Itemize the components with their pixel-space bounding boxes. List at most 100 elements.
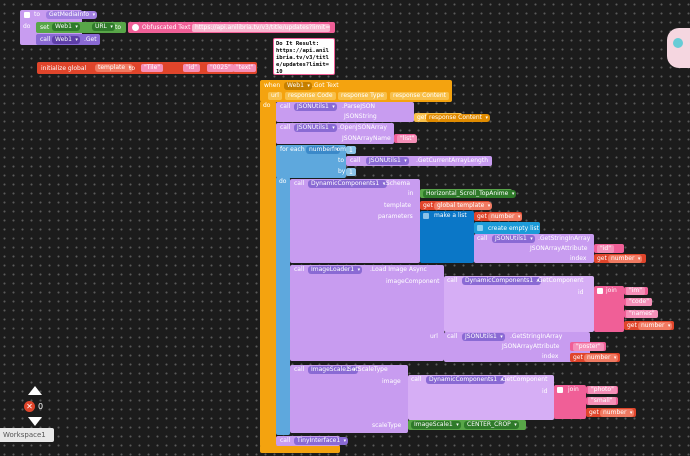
schema-array-attr-text[interactable]: "id" — [594, 244, 624, 253]
for-each-var[interactable]: number — [306, 146, 341, 154]
schema-component-dropdown[interactable]: DynamicComponents1 — [308, 180, 388, 188]
obfuscated-text-block[interactable]: Obfuscated Text https://api.anilibria.tv… — [128, 22, 335, 33]
parse-get-block[interactable]: get response Content — [414, 113, 491, 122]
scale-type-value-dropdown[interactable]: CENTER_CROP — [464, 421, 519, 429]
load-join-item-1[interactable]: "im" — [624, 287, 648, 295]
load-join-item-3[interactable]: "names" — [624, 310, 658, 318]
load-url-component[interactable]: JSONUtils1 — [462, 333, 505, 341]
for-each-block[interactable]: for each number from to by — [276, 145, 346, 178]
parse-component-dropdown[interactable]: JSONUtils1 — [294, 103, 337, 111]
load-image-block[interactable]: call ImageLoader1 .Load Image Async imag… — [290, 265, 444, 361]
bottom-call-component[interactable]: TinyInterface1 — [294, 437, 349, 445]
do-it-result-text: https://api.anilibria.tv/v3/title/update… — [276, 48, 329, 75]
load-url-attr-text[interactable]: "poster" — [570, 342, 606, 351]
schema-in-label: in — [408, 190, 414, 197]
error-icon[interactable]: ✕ — [24, 401, 35, 412]
scale-join-item-1[interactable]: "photo" — [586, 386, 618, 394]
for-by-value[interactable]: 1 — [346, 168, 356, 176]
load-join-gear-icon[interactable] — [597, 288, 603, 294]
event-param-url[interactable]: url — [268, 92, 282, 100]
scroll-up-icon[interactable] — [28, 386, 42, 395]
procedure-name[interactable]: GetMediaInfo — [46, 11, 98, 19]
scale-join-get-number[interactable]: get number — [586, 408, 636, 417]
create-empty-list-block[interactable]: create empty list — [474, 222, 540, 234]
scale-join-item-2[interactable]: "small" — [586, 397, 618, 405]
load-url-index-dropdown[interactable]: number — [584, 353, 619, 362]
open-component-dropdown[interactable]: JSONUtils1 — [294, 124, 337, 132]
load-join-number-dropdown[interactable]: number — [638, 321, 673, 330]
load-url-attr-value[interactable]: "poster" — [573, 342, 604, 351]
when-label: when — [264, 82, 281, 89]
for-from-value[interactable]: 1 — [346, 146, 356, 154]
set-component-dropdown[interactable]: Web1 — [52, 23, 80, 31]
workspace-tab[interactable]: Workspace1 — [0, 428, 54, 442]
global-value-1[interactable]: "Tile" — [141, 64, 164, 72]
bottom-call-block[interactable]: call TinyInterface1 — [276, 436, 349, 446]
load-join-item-2[interactable]: "code" — [624, 298, 652, 306]
obfuscated-gear-icon[interactable] — [132, 24, 139, 31]
schema-in-component[interactable]: Horizontal_Scroll_TopAnime — [420, 189, 517, 198]
scale-join-block[interactable]: join — [554, 385, 586, 419]
schema-template-dropdown[interactable]: global template — [434, 201, 493, 210]
open-array-block[interactable]: call JSONUtils1 .OpenJSONArray JSONArray… — [276, 123, 394, 144]
load-component-dropdown[interactable]: ImageLoader1 — [308, 266, 363, 274]
load-join-block[interactable]: join — [594, 286, 624, 332]
global-value-3[interactable]: "0025" — [207, 64, 234, 72]
load-url-string-in-array[interactable]: call JSONUtils1 .GetStringInArray JSONAr… — [444, 332, 590, 362]
load-join-get-number[interactable]: get number — [624, 321, 674, 330]
parse-json-block[interactable]: call JSONUtils1 .ParseJSON JSONString — [276, 102, 414, 122]
make-list-get-number[interactable]: get number — [474, 212, 523, 221]
length-component-dropdown[interactable]: JSONUtils1 — [366, 157, 409, 165]
load-join-item-1-text[interactable]: "im" — [626, 287, 646, 295]
set-property-dropdown[interactable]: URL — [92, 23, 115, 31]
schema-in-dropdown[interactable]: Horizontal_Scroll_TopAnime — [423, 189, 517, 198]
schema-index-get[interactable]: get number — [594, 254, 646, 263]
event-component-dropdown[interactable]: Web1 — [284, 81, 312, 90]
array-length-block[interactable]: call JSONUtils1 .GetCurrentArrayLength — [346, 156, 492, 166]
call-web-get-block[interactable]: call Web1 .Get — [36, 34, 100, 45]
scale-type-block[interactable]: call ImageScale1 .SetScaleType image sca… — [290, 365, 408, 433]
got-text-event-block[interactable]: when Web1 .Got Text url response Code re… — [260, 80, 452, 102]
scale-type-value-block[interactable]: ImageScale1 CENTER_CROP — [408, 420, 526, 430]
procedure-checkbox[interactable] — [24, 12, 30, 18]
open-array-value[interactable]: "list" — [397, 134, 418, 143]
call-component-dropdown[interactable]: Web1 — [52, 35, 80, 44]
parse-get-dropdown[interactable]: response Content — [426, 113, 491, 122]
open-array-text[interactable]: "list" — [394, 134, 418, 143]
scale-get-component-dropdown[interactable]: DynamicComponents1 — [426, 376, 506, 384]
event-param-response-code[interactable]: response Code — [285, 92, 336, 100]
load-url-array-attr-label: JSONArrayAttribute — [502, 343, 560, 350]
global-var-name[interactable]: template — [95, 64, 134, 72]
scroll-down-icon[interactable] — [28, 417, 42, 426]
schema-template-get[interactable]: get global template — [420, 201, 493, 210]
load-get-component-block[interactable]: call DynamicComponents1 .GetComponent id — [444, 276, 594, 332]
list-get-number-dropdown[interactable]: number — [488, 212, 523, 221]
obfuscated-url-value[interactable]: https://api.anilibria.tv/v3/title/update… — [192, 23, 330, 32]
schema-string-in-array[interactable]: call JSONUtils1 .GetStringInArray JSONAr… — [474, 234, 594, 263]
make-list-block[interactable]: make a list — [420, 211, 474, 263]
load-get-component-dropdown[interactable]: DynamicComponents1 — [462, 277, 542, 285]
schema-array-attr-value[interactable]: "id" — [597, 244, 614, 253]
create-empty-gear-icon[interactable] — [477, 225, 483, 231]
scale-join-gear-icon[interactable] — [557, 387, 563, 393]
global-init-block[interactable]: initialize global template to "Tile" "id… — [37, 62, 257, 74]
scale-get-component-block[interactable]: call DynamicComponents1 .GetComponent id — [408, 375, 554, 420]
scale-join-item-2-text[interactable]: "small" — [588, 397, 616, 405]
load-join-item-2-text[interactable]: "code" — [626, 298, 652, 306]
event-param-response-content[interactable]: response Content — [390, 92, 450, 100]
global-value-2[interactable]: "id" — [183, 64, 200, 72]
scale-join-item-1-text[interactable]: "photo" — [588, 386, 617, 394]
schema-string-component[interactable]: JSONUtils1 — [492, 235, 535, 243]
load-join-item-3-text[interactable]: "names" — [626, 310, 658, 318]
scale-get-call-label: call — [411, 376, 422, 383]
scale-type-component-dropdown[interactable]: ImageScale1 — [411, 421, 461, 429]
schema-index-dropdown[interactable]: number — [608, 254, 643, 263]
scale-join-number-dropdown[interactable]: number — [600, 408, 635, 417]
global-value-4[interactable]: "text" — [233, 64, 257, 72]
set-web-url-block[interactable]: set Web1 URL to — [36, 22, 126, 33]
scale-component-dropdown[interactable]: ImageScale1 — [308, 366, 358, 374]
schema-block[interactable]: call DynamicComponents1 .Schema in templ… — [290, 179, 420, 263]
event-param-response-type[interactable]: response Type — [338, 92, 387, 100]
load-url-index-get[interactable]: get number — [570, 353, 620, 362]
make-list-gear-icon[interactable] — [423, 213, 429, 219]
